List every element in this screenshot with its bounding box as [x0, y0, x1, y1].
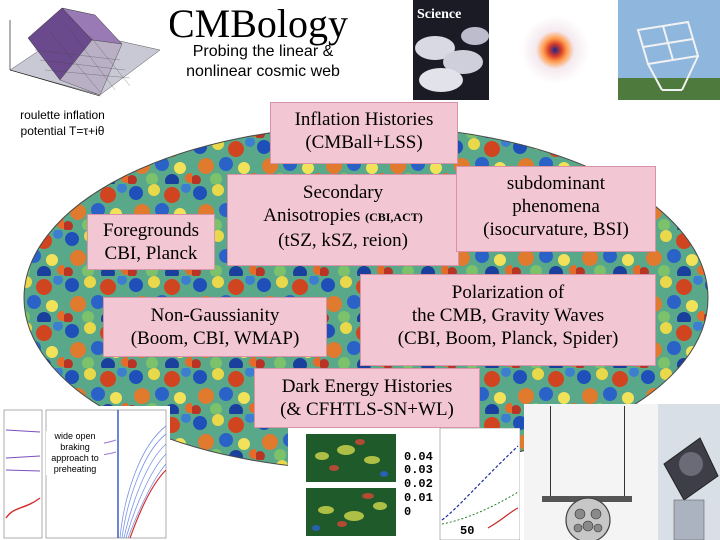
cmb-spot-simulation	[492, 0, 617, 100]
instrument-photos	[524, 404, 720, 540]
secondary-box-line2: Anisotropies	[263, 205, 361, 226]
slide-title: CMBology	[168, 1, 349, 46]
inflation-box-line1: Inflation Histories	[294, 109, 434, 130]
subdominant-box-line1: subdominant	[506, 173, 606, 194]
secondary-box-line2-wrap: Anisotropies (CBI,ACT)	[228, 204, 458, 229]
dark-energy-box-line1: Dark Energy Histories	[281, 376, 453, 397]
dark-energy-box-line2: (& CFHTLS-SN+WL)	[280, 399, 454, 420]
annotation-line3: approach to	[51, 453, 99, 463]
slide-subtitle: Probing the linear & nonlinear cosmic we…	[186, 43, 340, 80]
inflation-potential-plot	[0, 0, 170, 105]
inflation-histories-box: Inflation Histories (CMBall+LSS)	[270, 102, 458, 164]
roulette-caption-line2: potential T=τ+iθ	[20, 124, 105, 138]
subdominant-phenomena-box: subdominant phenomena (isocurvature, BSI…	[456, 166, 656, 252]
foregrounds-box-line1: Foregrounds	[102, 220, 200, 241]
polarization-box-line3: (CBI, Boom, Planck, Spider)	[397, 328, 619, 349]
foregrounds-box-line2: CBI, Planck	[104, 243, 198, 264]
tick-label-3: 0.01	[404, 491, 433, 505]
subdominant-box-line3: (isocurvature, BSI)	[483, 219, 629, 240]
polarization-box-line2: the CMB, Gravity Waves	[411, 305, 605, 326]
annotation-line2: braking	[60, 442, 90, 452]
tick-label-4: 0	[404, 505, 412, 519]
secondary-box-line1: Secondary	[302, 182, 384, 203]
inflation-box-line2: (CMBall+LSS)	[305, 132, 423, 153]
polarization-box: Polarization of the CMB, Gravity Waves (…	[360, 274, 656, 366]
polarization-box-line1: Polarization of	[451, 282, 565, 303]
secondary-anisotropies-box: Secondary Anisotropies (CBI,ACT) (tSZ, k…	[227, 174, 459, 266]
tick-label-0: 0.04	[404, 450, 433, 464]
tick-label-2: 0.02	[404, 477, 433, 491]
tick-label-1: 0.03	[404, 463, 433, 477]
annotation-line4: preheating	[53, 464, 97, 474]
radio-telescope-photo	[618, 0, 720, 100]
x-axis-label: 50	[460, 524, 475, 538]
secondary-box-experiments: (CBI,ACT)	[365, 210, 423, 224]
foregrounds-box: Foregrounds CBI, Planck	[87, 214, 215, 270]
non-gaussianity-box-line1: Non-Gaussianity	[150, 305, 280, 326]
non-gaussianity-box: Non-Gaussianity (Boom, CBI, WMAP)	[103, 297, 327, 357]
secondary-box-line3: (tSZ, kSZ, reion)	[278, 230, 408, 251]
science-logo: Science	[417, 7, 461, 22]
science-cover-image: Science	[413, 0, 489, 100]
roulette-caption-line1: roulette inflation	[20, 108, 105, 122]
dark-energy-box: Dark Energy Histories (& CFHTLS-SN+WL)	[254, 368, 480, 428]
annotation-line1: wide open	[54, 431, 96, 441]
preheating-annotation: wide open braking approach to preheating	[46, 431, 104, 475]
subdominant-box-line2: phenomena	[512, 196, 600, 217]
lensing-maps-panel	[288, 428, 520, 540]
non-gaussianity-box-line2: (Boom, CBI, WMAP)	[130, 328, 300, 349]
